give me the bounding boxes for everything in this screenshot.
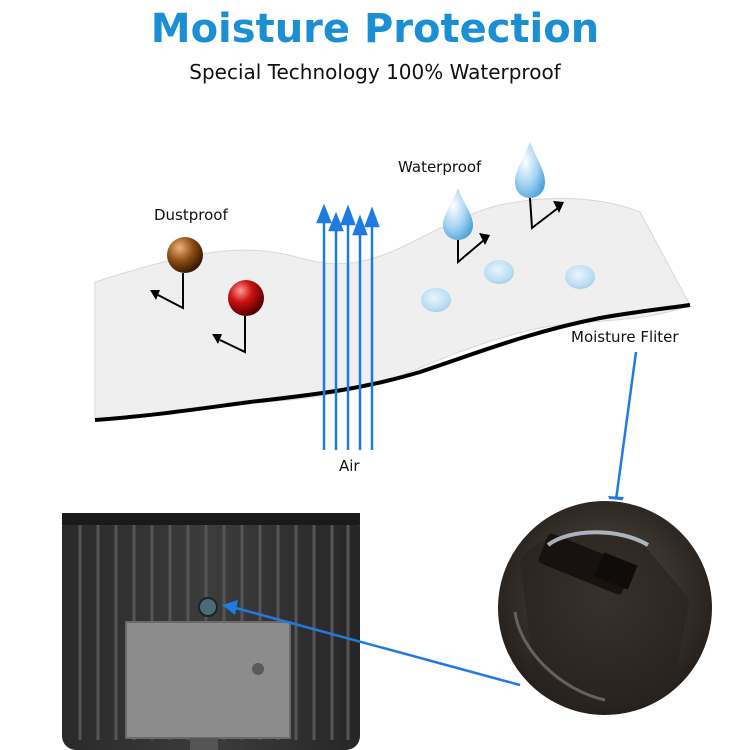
closeup-image xyxy=(496,499,714,717)
fixture-image xyxy=(62,513,360,750)
label-moisture-filter: Moisture Fliter xyxy=(571,328,679,346)
membrane xyxy=(94,197,691,422)
air-arrows xyxy=(316,203,380,450)
water-drop-right xyxy=(515,142,564,230)
label-dustproof: Dustproof xyxy=(154,206,228,224)
water-beads xyxy=(421,260,595,312)
label-air: Air xyxy=(339,457,360,475)
water-drop-left xyxy=(443,188,490,265)
label-waterproof: Waterproof xyxy=(398,158,482,176)
dust-particle-red xyxy=(212,280,264,354)
page-title: Moisture Protection xyxy=(150,6,600,52)
filter-pointer-arrow xyxy=(608,351,638,514)
dust-particle-brown xyxy=(150,237,203,310)
page-subtitle: Special Technology 100% Waterproof xyxy=(189,60,561,84)
vent-pointer-arrow xyxy=(222,600,521,687)
